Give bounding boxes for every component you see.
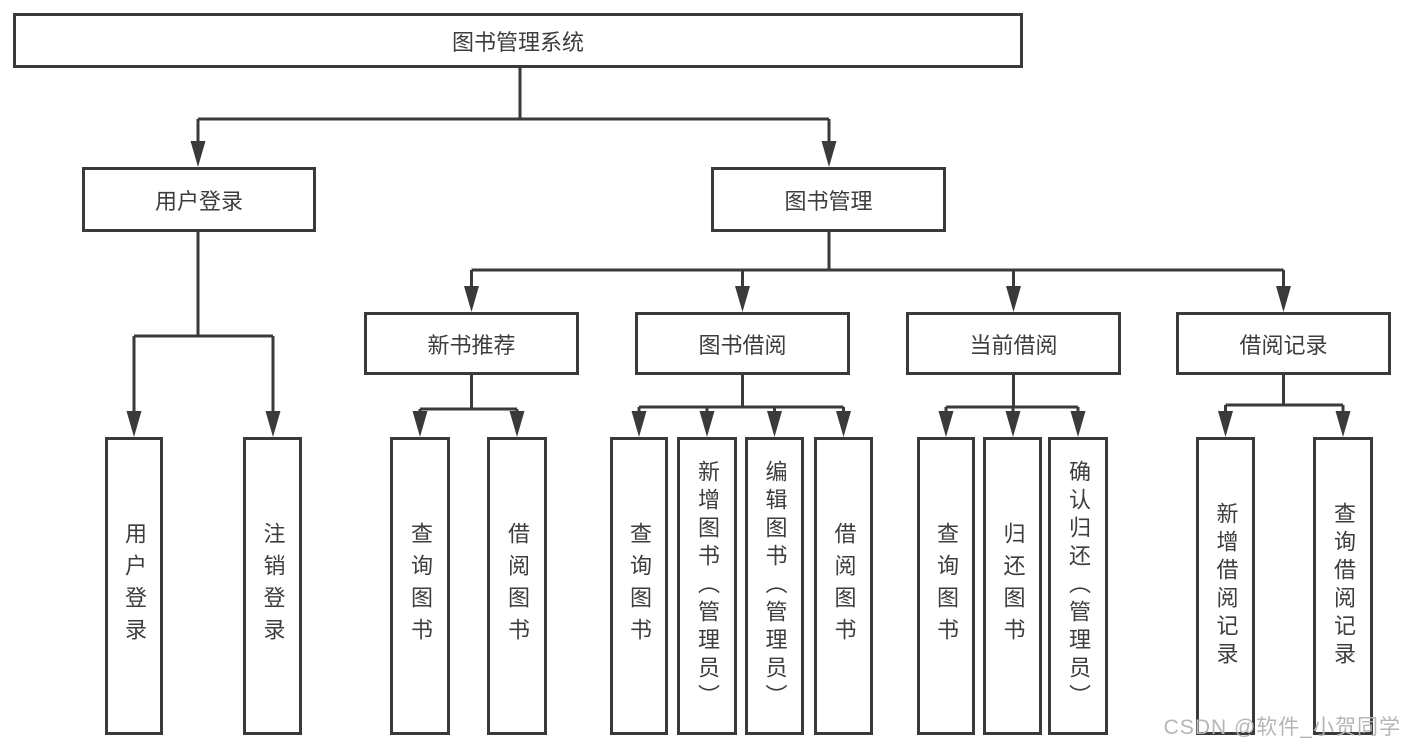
node-borrowing-records: 借阅记录 <box>1176 312 1391 375</box>
connector-root-to-level2 <box>196 67 831 142</box>
connector-book-borrowing-children <box>637 375 845 413</box>
leaf-add-book-admin: 新增图书（管理员） <box>677 437 737 735</box>
leaf-query-books-1: 查询图书 <box>390 437 450 735</box>
node-new-book-recommendation: 新书推荐 <box>364 312 579 375</box>
leaf-user-login: 用户登录 <box>105 437 163 735</box>
connector-user-login-children <box>132 232 275 413</box>
connector-current-borrowing-children <box>944 375 1080 413</box>
node-current-borrowing: 当前借阅 <box>906 312 1121 375</box>
arrowhead-leaf-query-books-1 <box>412 411 428 437</box>
arrowhead-leaf-query-books-3 <box>938 411 954 437</box>
leaf-logout: 注销登录 <box>243 437 302 735</box>
arrowhead-user-login <box>190 141 206 167</box>
leaf-confirm-return-admin: 确认归还（管理员） <box>1048 437 1108 735</box>
leaf-query-books-1-label: 查询图书 <box>408 522 433 650</box>
node-book-management: 图书管理 <box>711 167 946 232</box>
arrowhead-borrowing-records <box>1276 286 1291 312</box>
leaf-query-books-3: 查询图书 <box>917 437 975 735</box>
arrowhead-leaf-add-book <box>699 411 715 437</box>
node-root-label: 图书管理系统 <box>451 29 584 55</box>
leaf-add-book-admin-label: 新增图书（管理员） <box>695 460 720 712</box>
leaf-borrow-books-1-label: 借阅图书 <box>505 522 530 650</box>
leaf-add-borrow-record-label: 新增借阅记录 <box>1213 502 1239 670</box>
node-root: 图书管理系统 <box>13 13 1023 68</box>
node-current-borrowing-label: 当前借阅 <box>969 332 1058 358</box>
leaf-confirm-return-admin-label: 确认归还（管理员） <box>1066 460 1091 712</box>
arrowhead-leaf-query-books-2 <box>631 411 647 437</box>
leaf-add-borrow-record: 新增借阅记录 <box>1196 437 1255 735</box>
arrowhead-book-management <box>821 141 837 167</box>
leaf-return-books-label: 归还图书 <box>1000 522 1026 650</box>
leaf-user-login-label: 用户登录 <box>122 522 147 650</box>
arrowhead-leaf-return-books <box>1005 411 1021 437</box>
leaf-query-books-3-label: 查询图书 <box>934 522 959 650</box>
leaf-borrow-books-2: 借阅图书 <box>814 437 873 735</box>
arrowhead-leaf-logout <box>265 411 281 437</box>
leaf-edit-book-admin-label: 编辑图书（管理员） <box>762 460 788 712</box>
csdn-watermark: CSDN @软件_小贺同学 <box>1163 716 1401 739</box>
arrowhead-leaf-edit-book <box>767 411 782 437</box>
arrowhead-leaf-borrow-books-2 <box>836 411 851 437</box>
arrowhead-current-borrowing <box>1006 286 1021 312</box>
leaf-query-books-2-label: 查询图书 <box>627 522 652 650</box>
leaf-edit-book-admin: 编辑图书（管理员） <box>745 437 804 735</box>
node-borrowing-records-label: 借阅记录 <box>1239 332 1328 358</box>
leaf-query-books-2: 查询图书 <box>610 437 668 735</box>
arrowhead-leaf-user-login <box>126 411 142 437</box>
node-book-borrowing: 图书借阅 <box>635 312 850 375</box>
node-user-login-label: 用户登录 <box>154 188 243 214</box>
arrowhead-leaf-add-record <box>1218 411 1233 437</box>
arrowhead-leaf-confirm-return <box>1070 411 1086 437</box>
arrowhead-new-book-recommendation <box>464 286 479 312</box>
connector-book-management-children <box>470 232 1285 288</box>
node-book-management-label: 图书管理 <box>784 188 873 214</box>
leaf-borrow-books-2-label: 借阅图书 <box>831 522 857 650</box>
leaf-query-borrow-record-label: 查询借阅记录 <box>1331 502 1356 670</box>
connector-new-book-recommendation-children <box>418 375 519 413</box>
node-user-login: 用户登录 <box>82 167 316 232</box>
arrowhead-leaf-query-record <box>1335 411 1351 437</box>
arrowhead-book-borrowing <box>735 286 750 312</box>
node-new-book-recommendation-label: 新书推荐 <box>427 332 516 358</box>
node-book-borrowing-label: 图书借阅 <box>698 332 787 358</box>
leaf-logout-label: 注销登录 <box>260 522 286 650</box>
leaf-query-borrow-record: 查询借阅记录 <box>1313 437 1373 735</box>
leaf-return-books: 归还图书 <box>983 437 1042 735</box>
leaf-borrow-books-1: 借阅图书 <box>487 437 547 735</box>
connector-borrowing-records-children <box>1224 375 1345 413</box>
arrowhead-leaf-borrow-books-1 <box>509 411 525 437</box>
